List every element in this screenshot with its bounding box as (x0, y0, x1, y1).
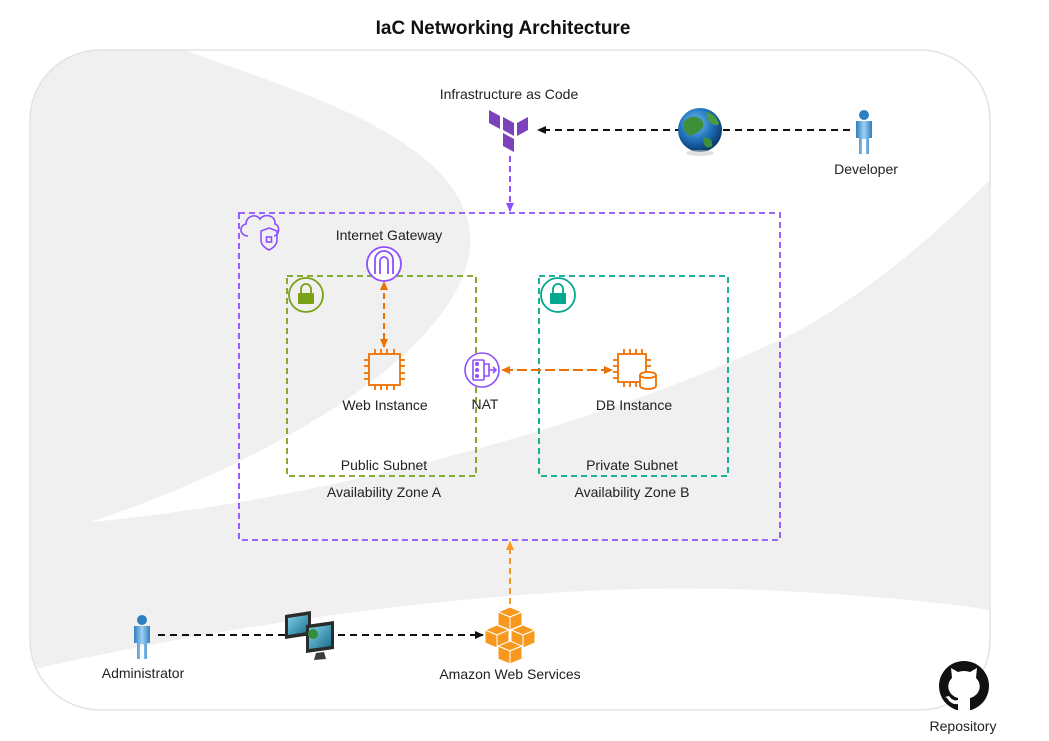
person-icon (856, 110, 872, 154)
ec2-instance-icon (364, 349, 405, 390)
db-instance-label: DB Instance (596, 397, 672, 413)
globe-icon (678, 108, 722, 156)
terraform-icon (489, 110, 528, 152)
internet-gateway-label: Internet Gateway (336, 227, 443, 243)
nat-label: NAT (472, 396, 499, 412)
private-subnet-label: Private Subnet (586, 457, 678, 473)
computer-icon (285, 611, 334, 660)
aws-icon (483, 606, 537, 665)
private-subnet-container (538, 275, 729, 477)
web-instance-label: Web Instance (342, 397, 428, 413)
nat-gateway-icon (464, 352, 500, 388)
vpc-container (238, 212, 781, 541)
repository-label: Repository (930, 718, 997, 734)
db-instance-icon (613, 349, 657, 390)
github-icon (939, 661, 989, 711)
iac-label: Infrastructure as Code (440, 86, 579, 102)
az-a-label: Availability Zone A (327, 484, 442, 500)
internet-gateway-icon (366, 246, 402, 282)
lock-icon (288, 277, 324, 313)
person-icon (134, 615, 150, 659)
vpc-icon (240, 214, 280, 251)
administrator-label: Administrator (102, 665, 185, 681)
diagram-title: IaC Networking Architecture (376, 18, 631, 39)
az-b-label: Availability Zone B (575, 484, 690, 500)
aws-label: Amazon Web Services (439, 666, 580, 682)
public-subnet-label: Public Subnet (341, 457, 428, 473)
developer-label: Developer (834, 161, 898, 177)
lock-icon (540, 277, 576, 313)
